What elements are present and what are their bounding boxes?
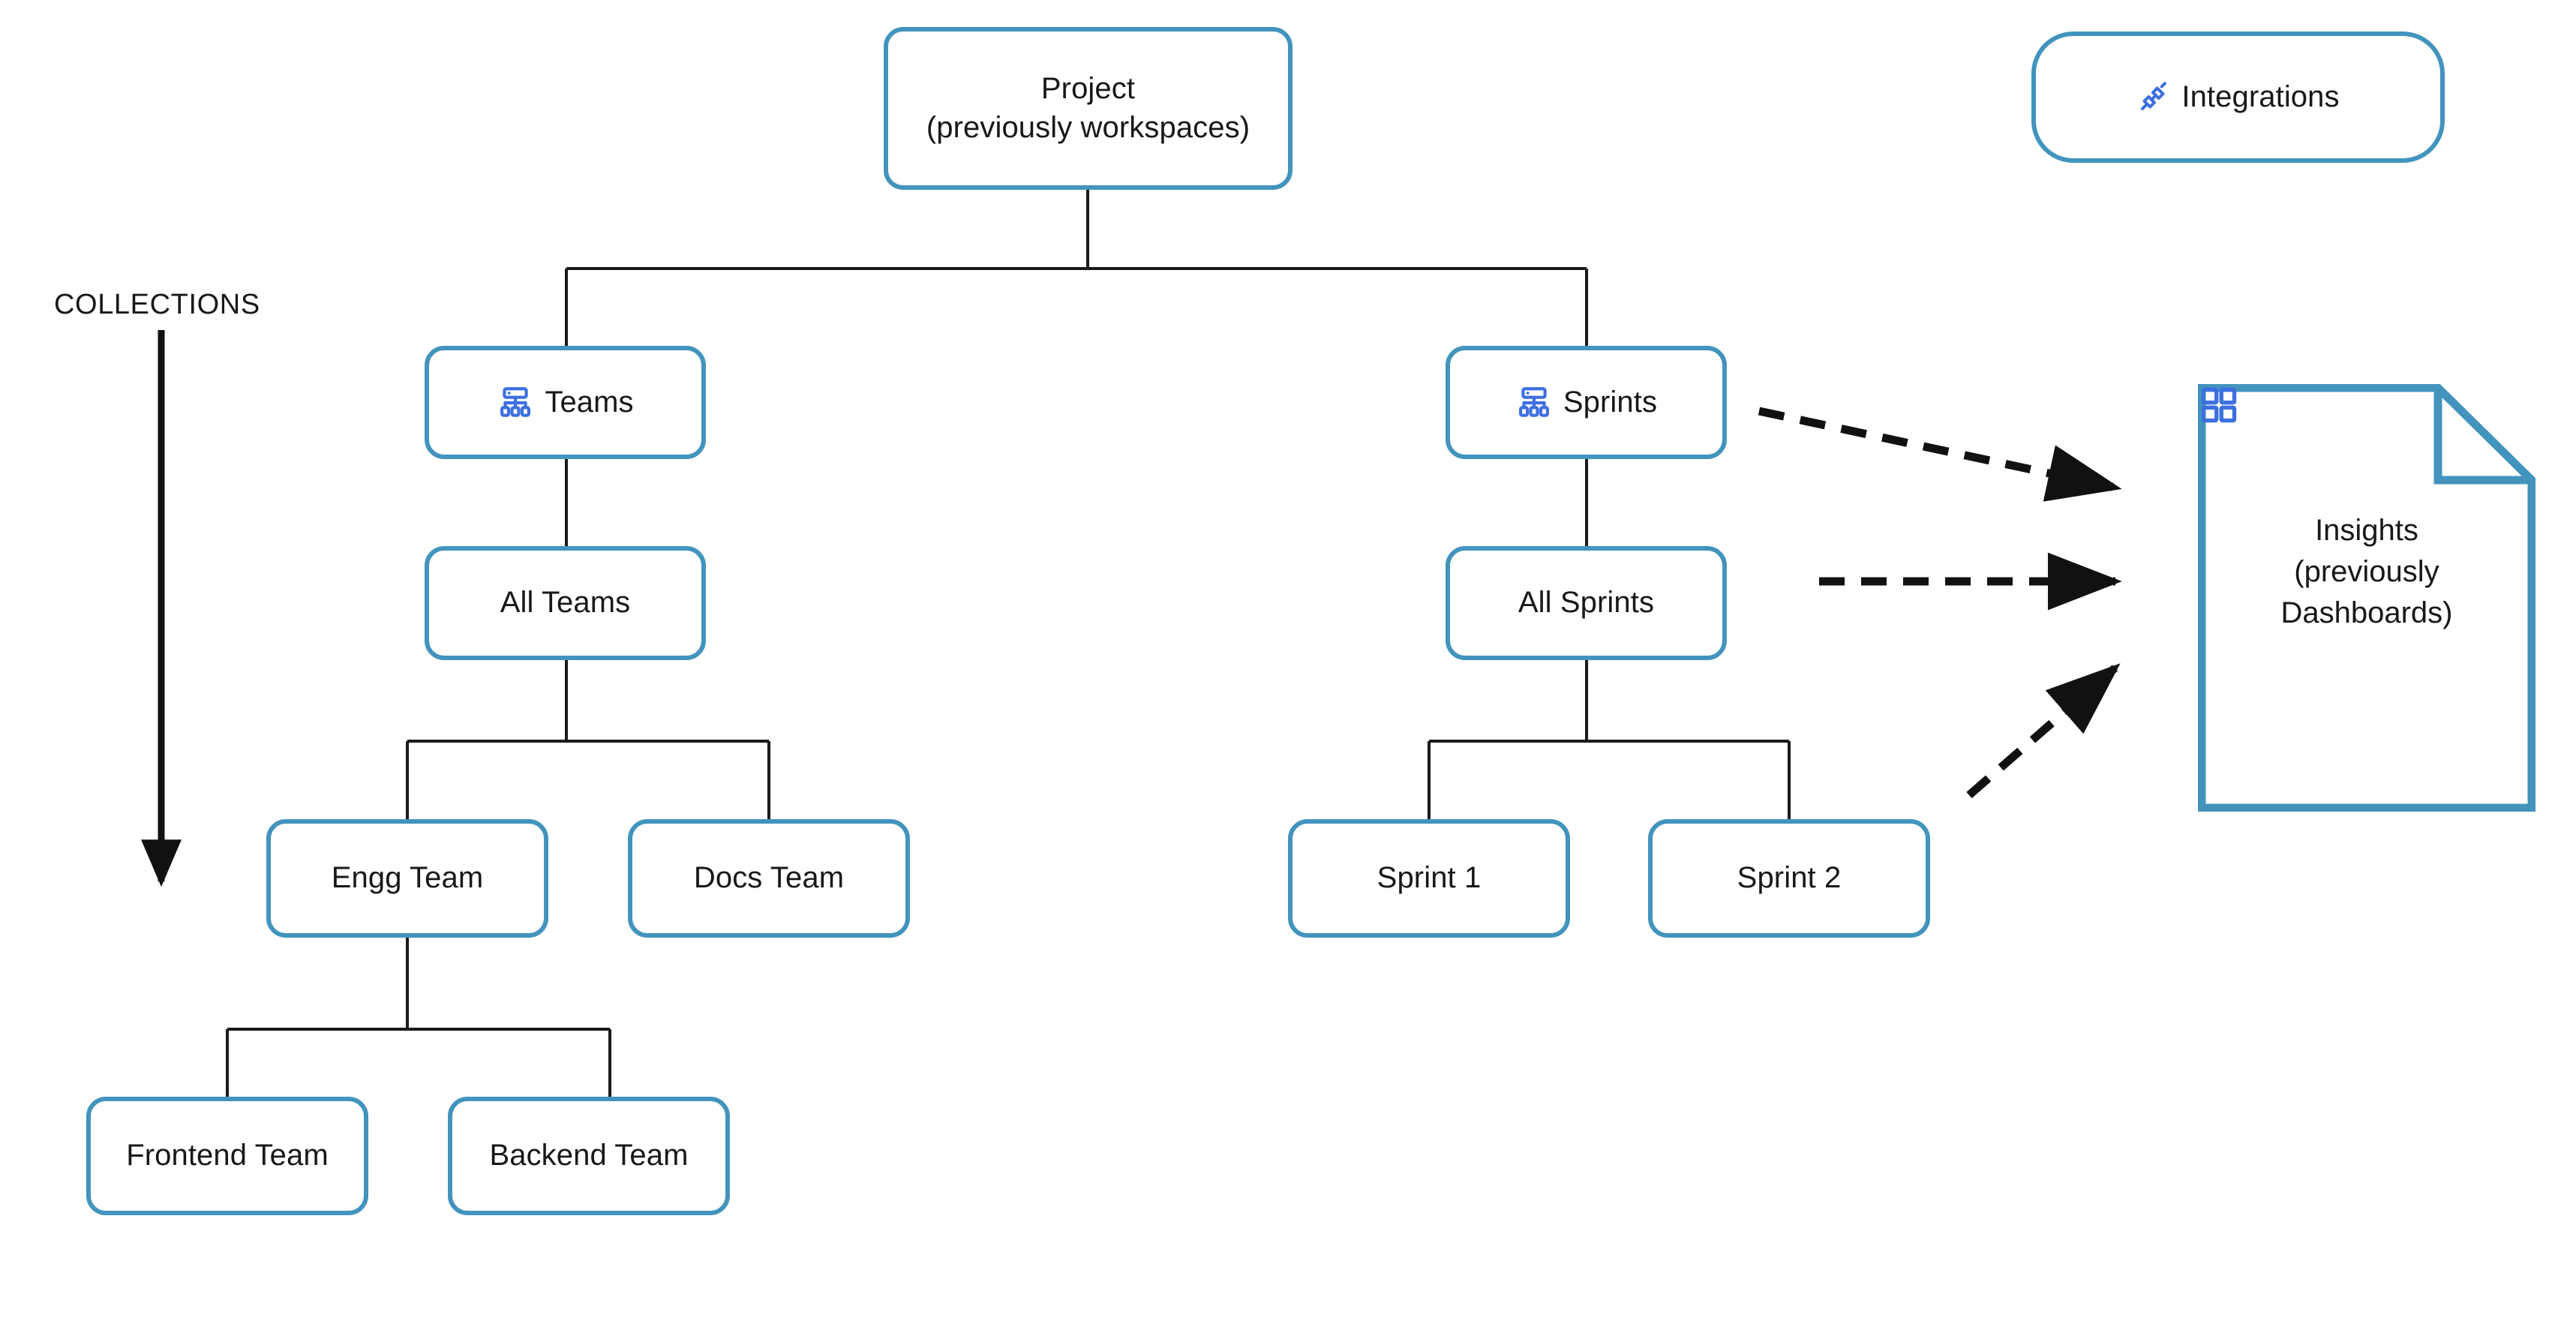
edge-all-teams-to-subteams	[406, 660, 770, 819]
edge-sprints-to-insights	[1758, 407, 2122, 502]
node-all-sprints-label: All Sprints	[1518, 586, 1655, 620]
node-backend-team-label: Backend Team	[489, 1139, 689, 1172]
insights-content: Insights (previously Dashboards)	[2198, 384, 2535, 812]
node-engg-team-label: Engg Team	[331, 861, 484, 895]
node-backend-team[interactable]: Backend Team	[448, 1097, 730, 1215]
hierarchy-icon	[1515, 384, 1553, 422]
edge-all-sprints-to-sprints	[1428, 660, 1791, 819]
node-sprint-1-label: Sprint 1	[1377, 861, 1482, 895]
node-docs-team[interactable]: Docs Team	[628, 819, 910, 938]
node-integrations-label: Integrations	[2181, 80, 2340, 113]
node-engg-team[interactable]: Engg Team	[266, 819, 548, 938]
collections-caption: COLLECTIONS	[54, 289, 260, 320]
node-integrations[interactable]: Integrations	[2031, 32, 2445, 163]
node-all-teams-label: All Teams	[500, 586, 631, 620]
hierarchy-icon	[497, 384, 534, 422]
edge-project-to-children	[565, 190, 1588, 346]
node-teams[interactable]: Teams	[425, 346, 706, 459]
node-sprint-2[interactable]: Sprint 2	[1648, 819, 1930, 938]
node-project-label: Project (previously workspaces)	[926, 72, 1250, 144]
node-sprints-label: Sprints	[1563, 385, 1658, 419]
node-sprints[interactable]: Sprints	[1446, 346, 1727, 459]
node-project[interactable]: Project (previously workspaces)	[884, 27, 1293, 190]
node-all-sprints[interactable]: All Sprints	[1446, 546, 1727, 660]
document-shape	[2198, 384, 2535, 812]
edge-sprint2-to-insights	[1966, 663, 2121, 799]
node-insights[interactable]: Insights (previously Dashboards)	[2198, 384, 2535, 812]
node-frontend-team-label: Frontend Team	[126, 1139, 329, 1172]
node-docs-team-label: Docs Team	[693, 861, 845, 895]
node-insights-label: Insights (previously Dashboards)	[2280, 514, 2453, 630]
node-frontend-team[interactable]: Frontend Team	[86, 1097, 368, 1215]
plug-connector-icon	[2136, 80, 2171, 115]
node-sprint-2-label: Sprint 2	[1737, 861, 1842, 895]
node-all-teams[interactable]: All Teams	[425, 546, 706, 660]
node-sprint-1[interactable]: Sprint 1	[1288, 819, 1570, 938]
node-teams-label: Teams	[545, 385, 634, 419]
edge-engg-to-subteams	[226, 938, 611, 1097]
